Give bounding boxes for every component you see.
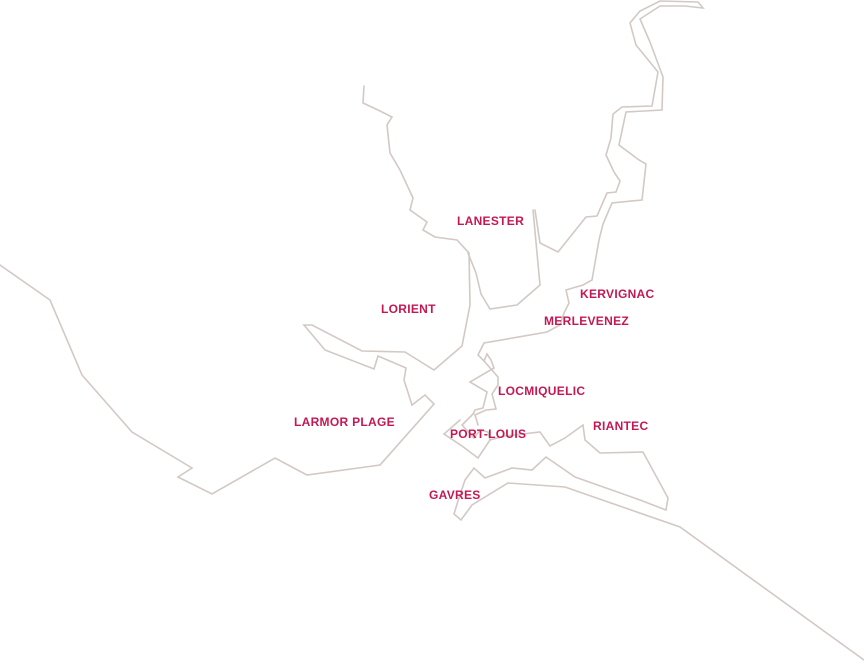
coastline-lanester xyxy=(467,209,541,310)
coastline-blavet xyxy=(468,0,705,415)
coastline-riantec xyxy=(453,423,864,661)
place-label-merlevenez[interactable]: MERLEVENEZ xyxy=(544,314,630,328)
place-label-riantec[interactable]: RIANTEC xyxy=(593,419,649,433)
place-label-kervignac[interactable]: KERVIGNAC xyxy=(580,287,655,301)
coastline-west xyxy=(0,85,471,495)
place-label-gavres[interactable]: GAVRES xyxy=(429,488,481,502)
coastline-port-louis xyxy=(442,412,491,460)
place-label-locmiquelic[interactable]: LOCMIQUELIC xyxy=(498,384,586,398)
place-label-port-louis[interactable]: PORT-LOUIS xyxy=(450,427,527,441)
place-label-larmor-plage[interactable]: LARMOR PLAGE xyxy=(294,415,395,429)
place-label-lorient[interactable]: LORIENT xyxy=(381,302,436,316)
coastline-locmiquelic xyxy=(474,360,499,426)
place-label-lanester[interactable]: LANESTER xyxy=(457,214,525,228)
